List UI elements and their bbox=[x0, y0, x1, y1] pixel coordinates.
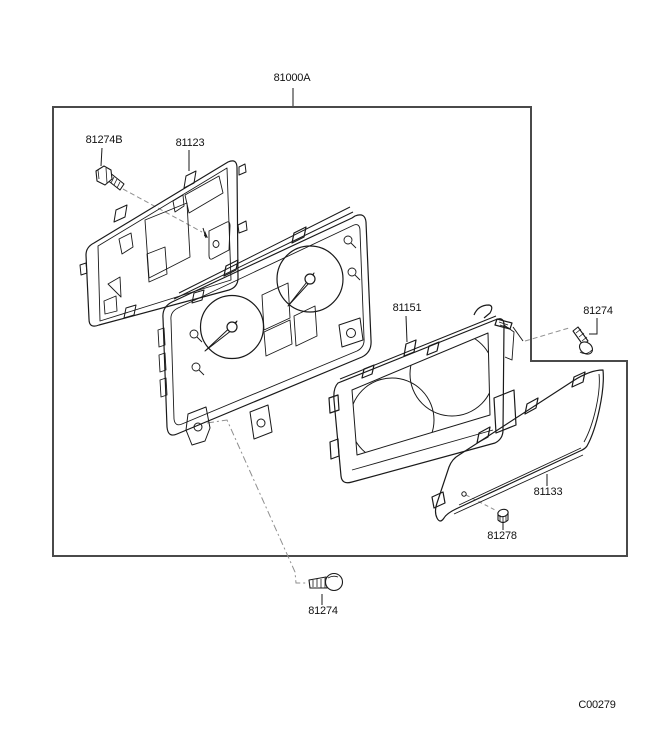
part-label-81274b: 81274B bbox=[85, 134, 123, 146]
part-label-81274-right: 81274 bbox=[583, 305, 613, 317]
part-label-81151: 81151 bbox=[392, 302, 422, 314]
screw-81274-right-drawing bbox=[572, 326, 594, 355]
part-label-81278: 81278 bbox=[487, 530, 517, 542]
meter-case-81151-drawing bbox=[328, 304, 524, 484]
back-plate-81123-drawing bbox=[79, 160, 248, 327]
assembly-boundary-box bbox=[52, 106, 628, 557]
part-label-81133: 81133 bbox=[533, 486, 563, 498]
nut-81278-drawing bbox=[497, 508, 509, 524]
part-label-81274-bottom: 81274 bbox=[308, 605, 338, 617]
assembly-dash-lines bbox=[122, 188, 570, 584]
dash-line-endpoints bbox=[202, 227, 208, 239]
part-label-81123: 81123 bbox=[175, 137, 205, 149]
callout-leader-lines bbox=[100, 88, 598, 605]
screw-81274-bottom-drawing bbox=[308, 572, 344, 592]
drawing-code: C00279 bbox=[578, 699, 616, 711]
assembly-label-81000a: 81000A bbox=[273, 72, 311, 84]
lens-81133-drawing bbox=[431, 369, 604, 522]
screw-81274b-drawing bbox=[95, 165, 125, 191]
gauge-dials bbox=[199, 245, 344, 360]
meter-assembly-drawing bbox=[157, 206, 372, 446]
